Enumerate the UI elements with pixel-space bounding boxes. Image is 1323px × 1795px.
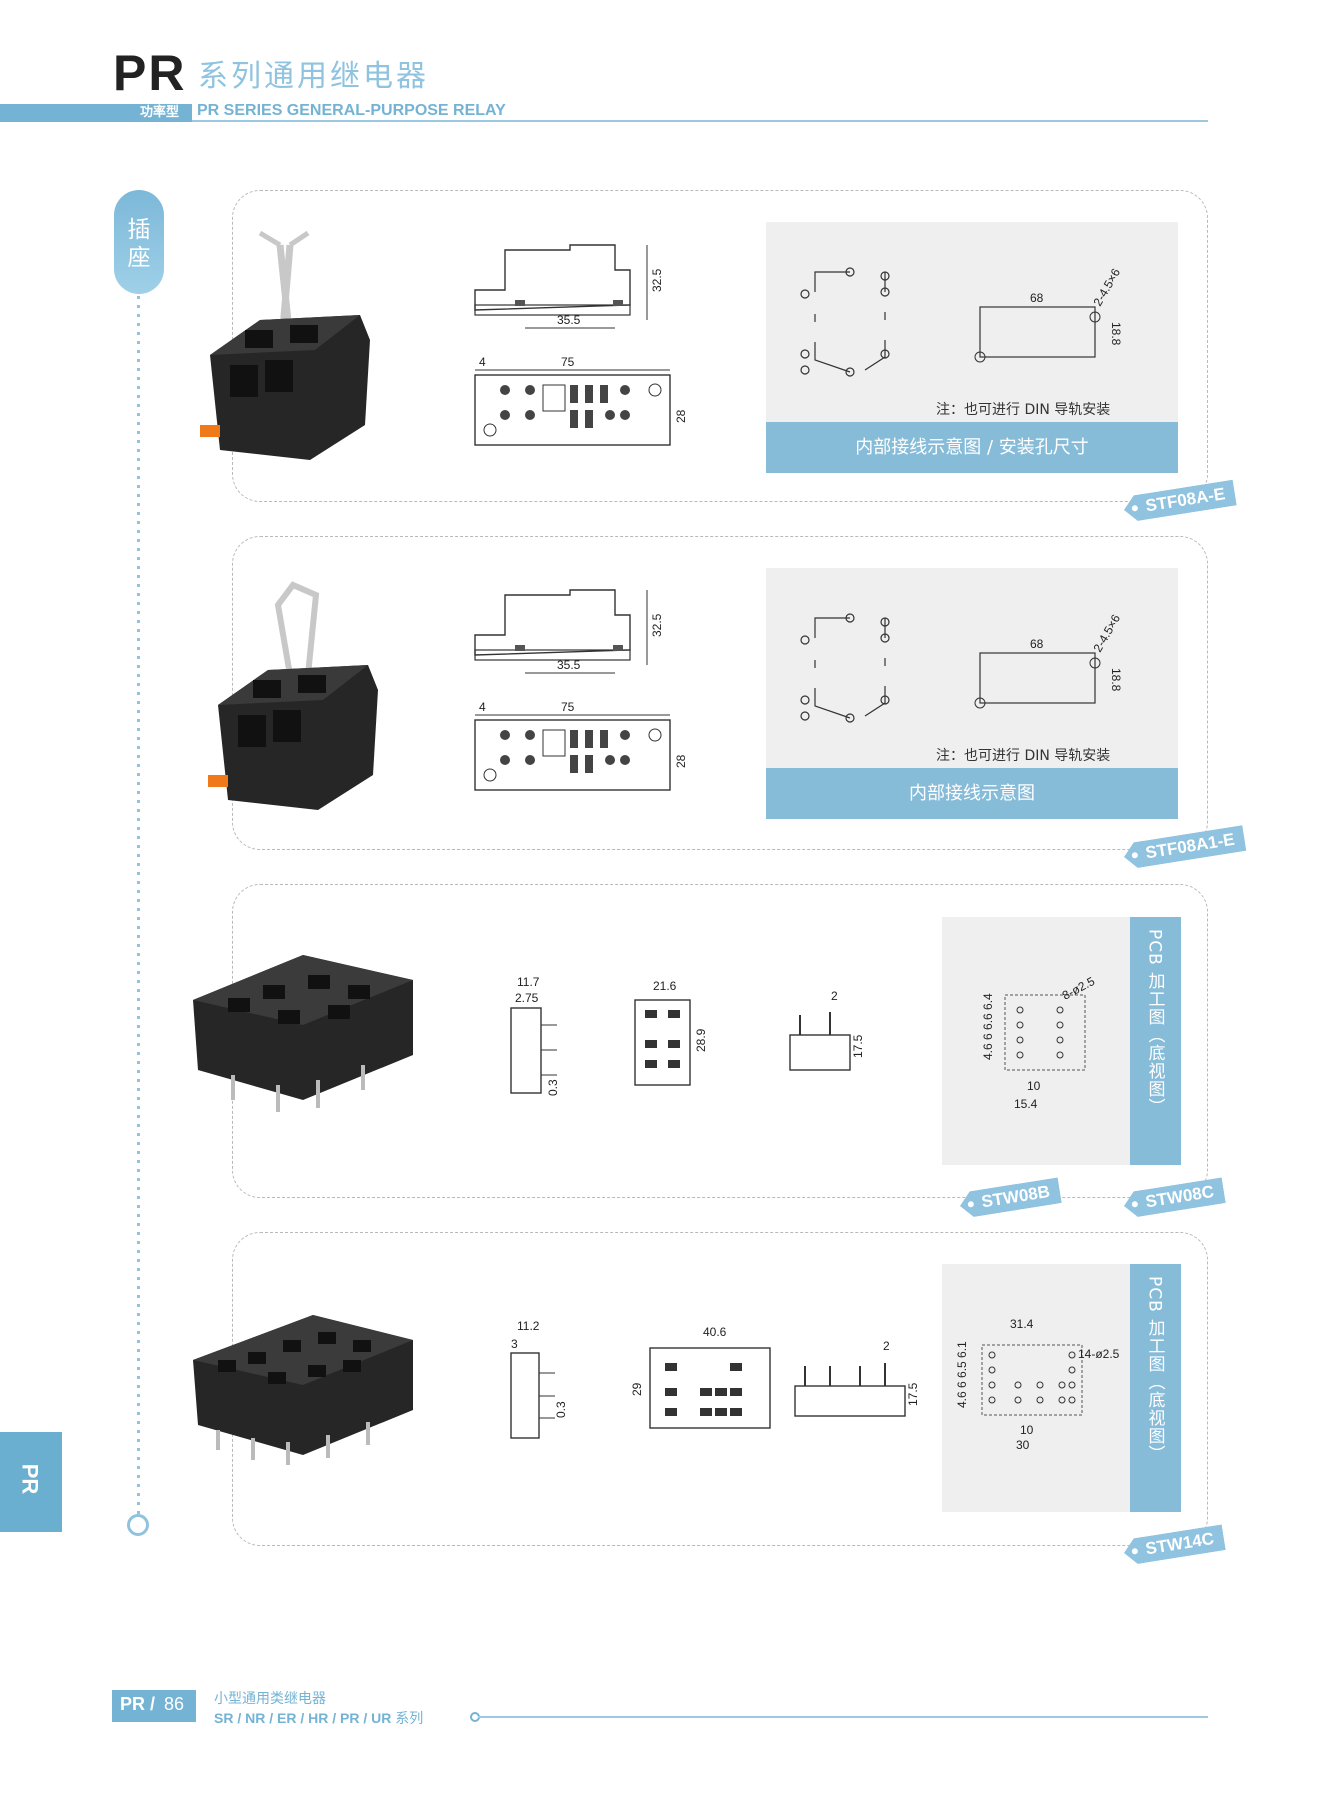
type-label: 功率型	[140, 105, 180, 120]
pcb-holes-3: 8-ø2.5	[1060, 974, 1097, 1003]
pcb-band-4: PCB 加工图（底视图）	[1130, 1264, 1181, 1512]
page-title-cn: 系列通用继电器	[198, 59, 429, 94]
dim-margin-2: 4	[479, 700, 486, 714]
socket-photo-3	[193, 955, 413, 1112]
wiring-band-2: 内部接线示意图	[766, 768, 1178, 819]
mount-holes-2: 2-4.5×6	[1090, 612, 1123, 655]
dim-side-inner-3: 2.75	[515, 991, 539, 1005]
side-tab-label: 插座	[127, 217, 151, 271]
dim-base-1: 35.5	[557, 313, 581, 327]
footer-rule	[478, 1716, 1208, 1718]
footer-series-list: SR / NR / ER / HR / PR / UR 系列	[214, 1710, 424, 1726]
mount-height-1: 18.8	[1109, 322, 1123, 346]
wiring-diagram-2: 68 2-4.5×6 18.8	[800, 612, 1123, 723]
dim-pin-3: 2	[831, 989, 838, 1003]
mount-spacing-2: 68	[1030, 637, 1044, 651]
dim-base-2: 35.5	[557, 658, 581, 672]
dim-pin-4: 2	[883, 1339, 890, 1353]
dim-side-gap-4: 0.3	[554, 1401, 568, 1418]
wiring-box-1	[766, 222, 1178, 422]
dim-height-1: 32.5	[650, 268, 664, 292]
pcb-inner-3: 10	[1027, 1079, 1041, 1093]
pcb-vertical-dims-3: 4.6 6 6.6 6.4	[981, 993, 995, 1060]
side-tab	[114, 190, 164, 294]
socket-photo-2	[208, 581, 378, 810]
dim-top-height-3: 28.9	[694, 1028, 708, 1052]
din-note-1: 注：也可进行 DIN 导轨安装	[936, 402, 1111, 418]
mount-height-2: 18.8	[1109, 668, 1123, 692]
dimension-drawing-4: 11.2 3 0.3 40.6 29 2 17.5	[510, 1319, 920, 1439]
pcb-inner-4: 10	[1020, 1423, 1034, 1437]
dim-top-width-3: 21.6	[653, 979, 677, 993]
dim-height-2: 32.5	[650, 613, 664, 637]
footer-series: PR /	[120, 1694, 156, 1714]
wiring-band-1: 内部接线示意图 / 安装孔尺寸	[766, 422, 1178, 473]
mount-holes-1: 2-4.5×6	[1090, 266, 1123, 309]
pcb-drawing-3: 4.6 6 6.6 6.4 8-ø2.5 10 15.4	[981, 974, 1097, 1111]
section-tab-pr[interactable]: PR	[0, 1432, 62, 1532]
dimension-drawing-1: 32.5 35.5 4 75 28	[474, 244, 688, 446]
dimension-drawing-3: 11.7 2.75 0.3 21.6 28.9 2 17.5	[510, 975, 865, 1096]
din-note-2: 注：也可进行 DIN 导轨安装	[936, 748, 1111, 764]
dim-top-width-4: 40.6	[703, 1325, 727, 1339]
pcb-band-3: PCB 加工图（底视图）	[1130, 917, 1181, 1165]
header-bar	[0, 104, 192, 122]
pcb-box-4	[942, 1264, 1130, 1512]
pcb-box-3	[942, 917, 1130, 1165]
page-title-en: PR SERIES GENERAL-PURPOSE RELAY	[197, 102, 506, 119]
side-end-ring	[127, 1514, 149, 1536]
pcb-outer-4: 30	[1016, 1438, 1030, 1452]
pcb-vertical-dims-4: 4.6 6 6.5 6.1	[955, 1341, 969, 1408]
pcb-top-4: 31.4	[1010, 1317, 1034, 1331]
dim-margin-1: 4	[479, 355, 486, 369]
socket-photo-4	[193, 1315, 413, 1465]
side-dotted-line	[137, 296, 140, 1516]
pcb-drawing-4: 31.4 4.6 6 6.5 6.1 14-ø2.5 10 30	[955, 1317, 1120, 1452]
dim-pin-height-4: 17.5	[906, 1382, 920, 1406]
series-code: PR	[113, 45, 187, 101]
dim-length-1: 75	[561, 355, 575, 369]
mount-spacing-1: 68	[1030, 291, 1044, 305]
dim-side-inner-4: 3	[511, 1337, 518, 1351]
dim-width-1: 28	[674, 409, 688, 423]
dim-side-width-4: 11.2	[517, 1319, 540, 1333]
product-panel-2	[232, 536, 1208, 850]
wiring-box-2	[766, 568, 1178, 768]
dim-length-2: 75	[561, 700, 575, 714]
page-number: 86	[164, 1694, 185, 1714]
dimension-drawing-2: 32.5 35.5 4 75 28	[474, 589, 688, 791]
header-rule	[192, 120, 1208, 122]
dim-width-2: 28	[674, 754, 688, 768]
dim-side-gap-3: 0.3	[546, 1079, 560, 1096]
socket-photo-1	[200, 230, 370, 460]
dim-pin-height-3: 17.5	[851, 1034, 865, 1058]
footer-page-box	[112, 1690, 196, 1722]
wiring-diagram-1: 68 2-4.5×6 18.8	[800, 266, 1123, 377]
dim-side-width-3: 11.7	[517, 975, 540, 989]
dim-top-height-4: 29	[630, 1382, 644, 1396]
pcb-outer-3: 15.4	[1014, 1097, 1038, 1111]
footer-title-cn: 小型通用类继电器	[214, 1691, 326, 1707]
pcb-holes-4: 14-ø2.5	[1078, 1347, 1120, 1361]
